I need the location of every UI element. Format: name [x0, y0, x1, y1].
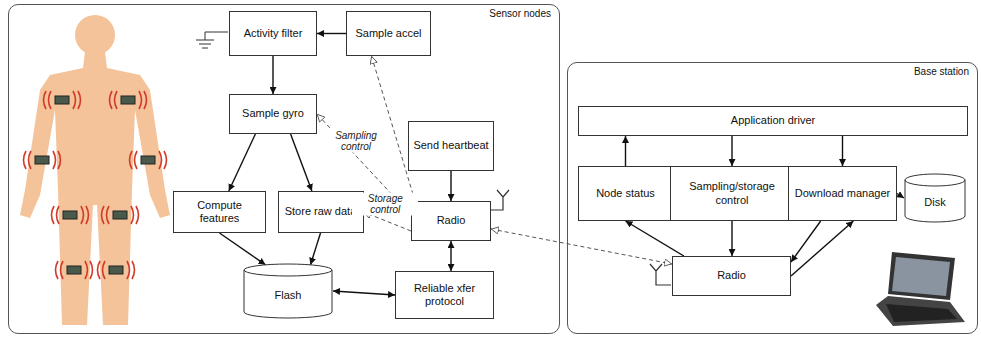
radio-box: Radio — [411, 201, 491, 241]
process-box: Send heartbeat — [408, 121, 494, 171]
antenna-symbol — [650, 264, 671, 285]
panel: Base stationApplication driverNode statu… — [567, 62, 978, 334]
node-label: Node status — [593, 187, 658, 200]
manager-box: Download manager — [788, 166, 897, 221]
human-figure — [20, 15, 170, 325]
radio-box: Radio — [672, 256, 791, 296]
process-box: Store raw data — [278, 191, 364, 233]
edge-label: Storage control — [352, 192, 418, 215]
process-box: Sample gyro — [229, 94, 317, 134]
node-label: Send heartbeat — [410, 139, 491, 152]
node-label: Activity filter — [241, 27, 306, 40]
ground-symbol — [196, 32, 228, 48]
data-arrow — [791, 221, 821, 262]
data-arrow — [272, 56, 273, 94]
node-label: Radio — [434, 214, 469, 227]
node-label: Sampling/storage control — [671, 180, 793, 206]
body-sensors — [24, 91, 167, 279]
data-arrow — [842, 136, 843, 166]
node-label: Reliable xfer protocol — [396, 282, 493, 308]
control-box: Sampling/storage control — [670, 166, 794, 221]
node-label: Disk — [921, 196, 948, 209]
data-arrow — [450, 171, 451, 201]
panel-title: Sensor nodes — [489, 8, 551, 19]
storage-cylinder: Disk — [904, 173, 966, 223]
data-arrow — [731, 221, 732, 256]
control-arrow — [491, 229, 672, 264]
node-label: Download manager — [792, 187, 893, 200]
process-box: Reliable xfer protocol — [395, 271, 494, 319]
data-arrow — [897, 194, 904, 199]
process-box: Compute features — [173, 191, 266, 233]
data-arrow — [317, 33, 346, 34]
data-arrow — [333, 291, 395, 295]
storage-cylinder: Flash — [243, 263, 333, 319]
antenna-symbol — [490, 190, 509, 210]
edge-label: Sampling control — [323, 129, 389, 152]
node-label: Store raw data — [282, 205, 360, 218]
data-arrow — [731, 136, 732, 166]
panel-title: Base station — [914, 66, 969, 77]
data-arrow — [291, 134, 312, 191]
process-box: Activity filter — [229, 11, 317, 56]
node-label: Application driver — [728, 114, 818, 127]
data-arrow — [626, 221, 684, 256]
data-arrow — [220, 233, 266, 265]
node-label: Flash — [272, 289, 305, 302]
data-arrow — [229, 134, 256, 191]
data-arrow — [311, 233, 321, 265]
process-box: Sample accel — [346, 11, 431, 56]
node-label: Radio — [714, 269, 749, 282]
laptop-icon — [876, 252, 965, 326]
process-box: Application driver — [578, 106, 968, 136]
data-arrow — [791, 221, 853, 276]
status-box: Node status — [578, 166, 673, 221]
panel: Sensor nodesActivity filter Sample accelS… — [8, 4, 560, 334]
data-arrow — [450, 241, 451, 271]
data-arrow — [625, 136, 626, 166]
node-label: Sample accel — [352, 27, 424, 40]
node-label: Sample gyro — [239, 107, 307, 120]
node-label: Compute features — [174, 199, 265, 225]
